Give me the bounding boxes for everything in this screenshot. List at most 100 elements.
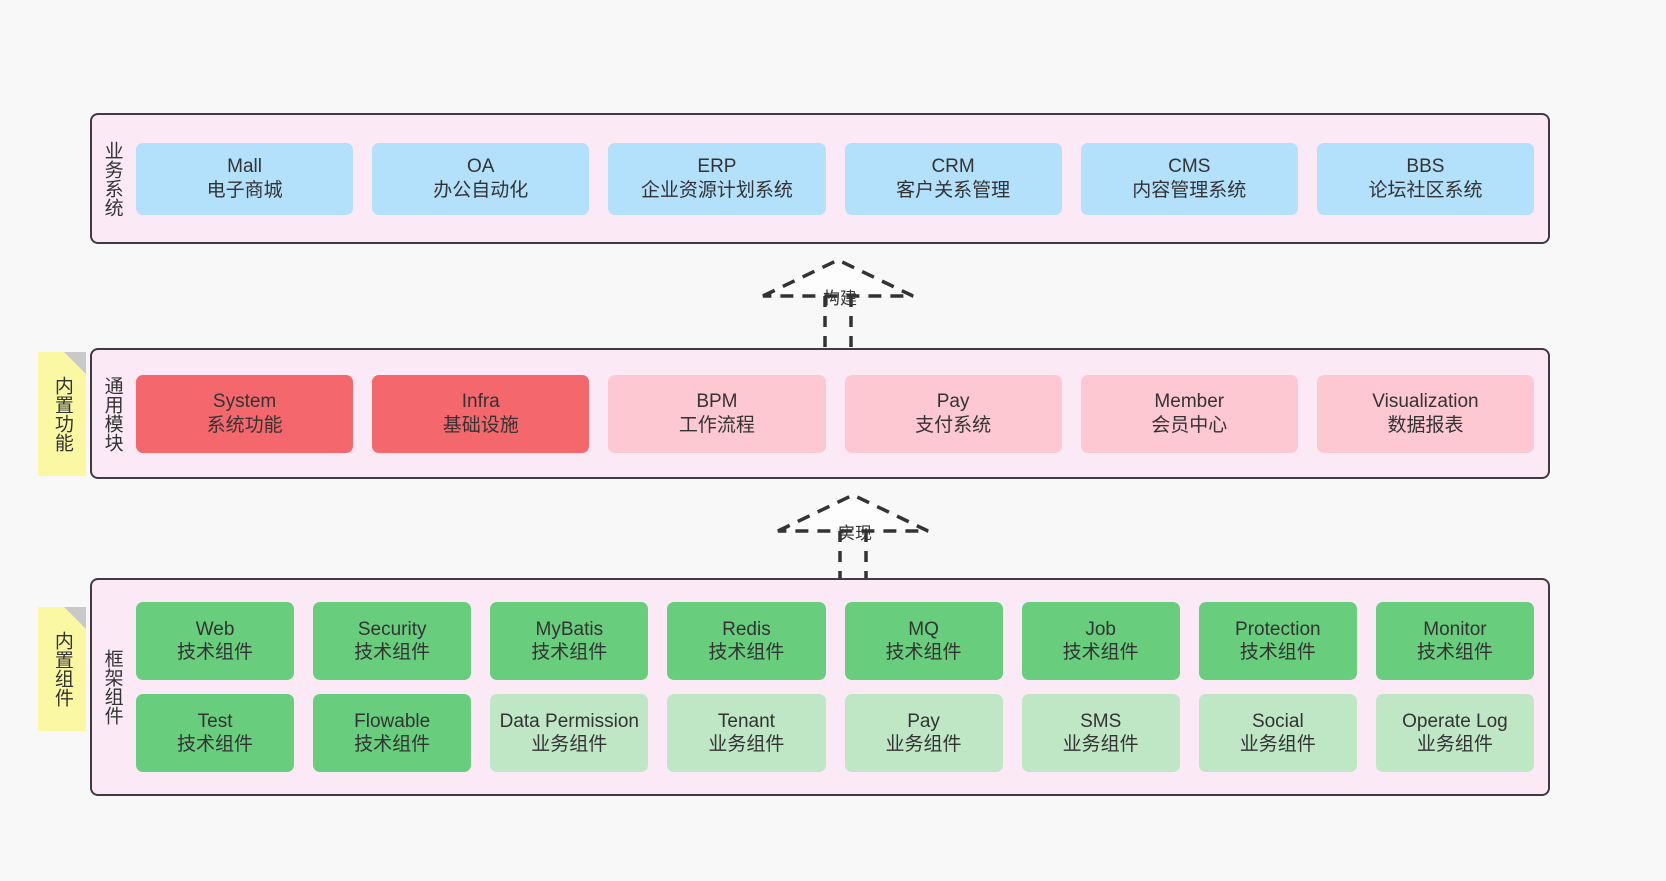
node-bbs[interactable]: BBS 论坛社区系统: [1316, 142, 1535, 215]
node-protection[interactable]: Protection 技术组件: [1198, 602, 1357, 680]
layer-business-systems: 业务系统 Mall 电子商城 OA 办公自动化 ERP 企业资源计划系统 CRM…: [90, 113, 1550, 244]
node-infra[interactable]: Infra 基础设施: [372, 374, 590, 453]
layer-row: Web 技术组件 Security 技术组件 MyBatis 技术组件 Redi…: [136, 602, 1534, 680]
node-subtitle: 业务组件: [885, 734, 962, 755]
connector-implement-label: 实现: [838, 524, 872, 543]
node-subtitle: 业务组件: [708, 734, 785, 755]
node-subtitle: 客户关系管理: [896, 179, 1011, 201]
node-web[interactable]: Web 技术组件: [136, 602, 295, 680]
node-subtitle: 技术组件: [354, 642, 431, 663]
node-subtitle: 会员中心: [1151, 414, 1228, 436]
layer-row: System 系统功能 Infra 基础设施 BPM 工作流程 Pay 支付系统…: [136, 374, 1535, 453]
connector-build-label: 构建: [823, 289, 857, 308]
node-crm[interactable]: CRM 客户关系管理: [844, 142, 1062, 215]
layer-body-common-modules: System 系统功能 Infra 基础设施 BPM 工作流程 Pay 支付系统…: [132, 350, 1548, 477]
node-pay-module[interactable]: Pay 支付系统: [844, 374, 1062, 453]
node-operate-log[interactable]: Operate Log 业务组件: [1375, 694, 1534, 772]
node-title: ERP: [697, 156, 737, 178]
node-visualization[interactable]: Visualization 数据报表: [1316, 374, 1535, 453]
node-title: Mall: [227, 156, 262, 178]
node-title: Test: [197, 710, 233, 732]
sticky-note-label: 内置组件: [51, 631, 73, 707]
sticky-note-builtin-components: 内置组件: [38, 607, 86, 731]
node-subtitle: 内容管理系统: [1132, 179, 1247, 201]
node-title: Operate Log: [1402, 710, 1508, 732]
node-subtitle: 业务组件: [531, 734, 608, 755]
node-job[interactable]: Job 技术组件: [1021, 602, 1180, 680]
node-sms[interactable]: SMS 业务组件: [1021, 694, 1180, 772]
node-subtitle: 论坛社区系统: [1368, 179, 1483, 201]
node-cms[interactable]: CMS 内容管理系统: [1080, 142, 1298, 215]
node-title: CRM: [931, 156, 975, 178]
node-subtitle: 技术组件: [708, 642, 785, 663]
layer-title-framework-components: 框架组件: [101, 649, 123, 725]
node-tenant[interactable]: Tenant 业务组件: [667, 694, 826, 772]
layer-body-framework-components: Web 技术组件 Security 技术组件 MyBatis 技术组件 Redi…: [132, 580, 1548, 794]
node-oa[interactable]: OA 办公自动化: [372, 142, 590, 215]
node-title: Social: [1251, 710, 1304, 732]
node-subtitle: 技术组件: [531, 642, 608, 663]
node-subtitle: 办公自动化: [433, 179, 529, 201]
node-pay-component[interactable]: Pay 业务组件: [844, 694, 1003, 772]
node-title: Tenant: [717, 710, 775, 732]
node-subtitle: 工作流程: [678, 414, 755, 436]
node-mall[interactable]: Mall 电子商城: [136, 142, 354, 215]
node-member[interactable]: Member 会员中心: [1080, 374, 1298, 453]
node-title: Security: [357, 618, 427, 640]
folded-corner-icon: [64, 352, 86, 374]
node-subtitle: 业务组件: [1416, 734, 1493, 755]
node-title: Pay: [907, 710, 940, 732]
node-title: Infra: [461, 391, 500, 413]
layer-title-common-modules: 通用模块: [101, 375, 123, 452]
layer-row: Mall 电子商城 OA 办公自动化 ERP 企业资源计划系统 CRM 客户关系…: [136, 142, 1535, 215]
node-test[interactable]: Test 技术组件: [136, 694, 295, 772]
layer-body-business-systems: Mall 电子商城 OA 办公自动化 ERP 企业资源计划系统 CRM 客户关系…: [132, 115, 1548, 242]
node-title: Protection: [1235, 618, 1321, 640]
node-title: Pay: [936, 391, 970, 413]
node-flowable[interactable]: Flowable 技术组件: [313, 694, 472, 772]
node-title: Visualization: [1372, 391, 1479, 413]
node-title: OA: [467, 156, 495, 178]
node-subtitle: 技术组件: [354, 734, 431, 755]
node-title: BBS: [1406, 156, 1445, 178]
layer-framework-components: 框架组件 Web 技术组件 Security 技术组件 MyBatis 技术组件…: [90, 578, 1550, 796]
node-system[interactable]: System 系统功能: [136, 374, 354, 453]
layer-title-business-systems: 业务系统: [101, 140, 123, 217]
node-subtitle: 技术组件: [1062, 642, 1139, 663]
node-subtitle: 技术组件: [885, 642, 962, 663]
node-mybatis[interactable]: MyBatis 技术组件: [490, 602, 649, 680]
folded-corner-icon: [64, 607, 86, 629]
node-title: Monitor: [1423, 618, 1487, 640]
node-title: CMS: [1168, 156, 1211, 178]
node-subtitle: 业务组件: [1239, 734, 1316, 755]
node-title: MQ: [908, 618, 939, 640]
node-title: Flowable: [354, 710, 431, 732]
connector-build: 构建: [755, 258, 915, 352]
node-title: BPM: [696, 391, 738, 413]
node-social[interactable]: Social 业务组件: [1198, 694, 1357, 772]
node-erp[interactable]: ERP 企业资源计划系统: [608, 142, 826, 215]
layer-common-modules: 通用模块 System 系统功能 Infra 基础设施 BPM 工作流程 Pay…: [90, 348, 1550, 479]
sticky-note-label: 内置功能: [51, 376, 73, 452]
node-mq[interactable]: MQ 技术组件: [844, 602, 1003, 680]
layer-row: Test 技术组件 Flowable 技术组件 Data Permission …: [136, 694, 1534, 772]
node-security[interactable]: Security 技术组件: [313, 602, 472, 680]
node-subtitle: 业务组件: [1062, 734, 1139, 755]
node-title: Member: [1154, 391, 1225, 413]
node-subtitle: 数据报表: [1387, 414, 1464, 436]
node-bpm[interactable]: BPM 工作流程: [608, 374, 826, 453]
node-subtitle: 技术组件: [177, 642, 254, 663]
node-title: Web: [195, 618, 235, 640]
node-subtitle: 技术组件: [1239, 642, 1316, 663]
node-title: System: [212, 391, 277, 413]
node-title: Data Permission: [499, 710, 639, 732]
node-monitor[interactable]: Monitor 技术组件: [1375, 602, 1534, 680]
node-subtitle: 电子商城: [206, 179, 283, 201]
node-subtitle: 基础设施: [442, 414, 519, 436]
node-title: SMS: [1080, 710, 1122, 732]
node-data-permission[interactable]: Data Permission 业务组件: [490, 694, 649, 772]
node-redis[interactable]: Redis 技术组件: [667, 602, 826, 680]
node-subtitle: 技术组件: [177, 734, 254, 755]
node-subtitle: 系统功能: [206, 414, 283, 436]
